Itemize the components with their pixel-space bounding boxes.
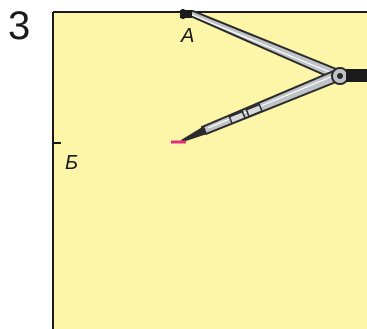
compass-leg-lower-highlight bbox=[207, 75, 334, 129]
yellow-panel bbox=[53, 12, 367, 329]
point-b-label: Б bbox=[65, 152, 79, 174]
compass-leg-upper-highlight bbox=[191, 14, 335, 75]
compass-clamp-2 bbox=[245, 103, 263, 118]
drawing-compass-icon bbox=[171, 10, 367, 144]
compass-point-lower bbox=[181, 126, 207, 142]
point-a-label: А bbox=[181, 25, 195, 47]
figure-number: 3 bbox=[8, 4, 31, 48]
compass-point-upper bbox=[180, 10, 192, 18]
compass-hinge-pin bbox=[337, 73, 343, 79]
compass-clamp-1 bbox=[228, 110, 246, 125]
compass-handle bbox=[346, 69, 367, 82]
